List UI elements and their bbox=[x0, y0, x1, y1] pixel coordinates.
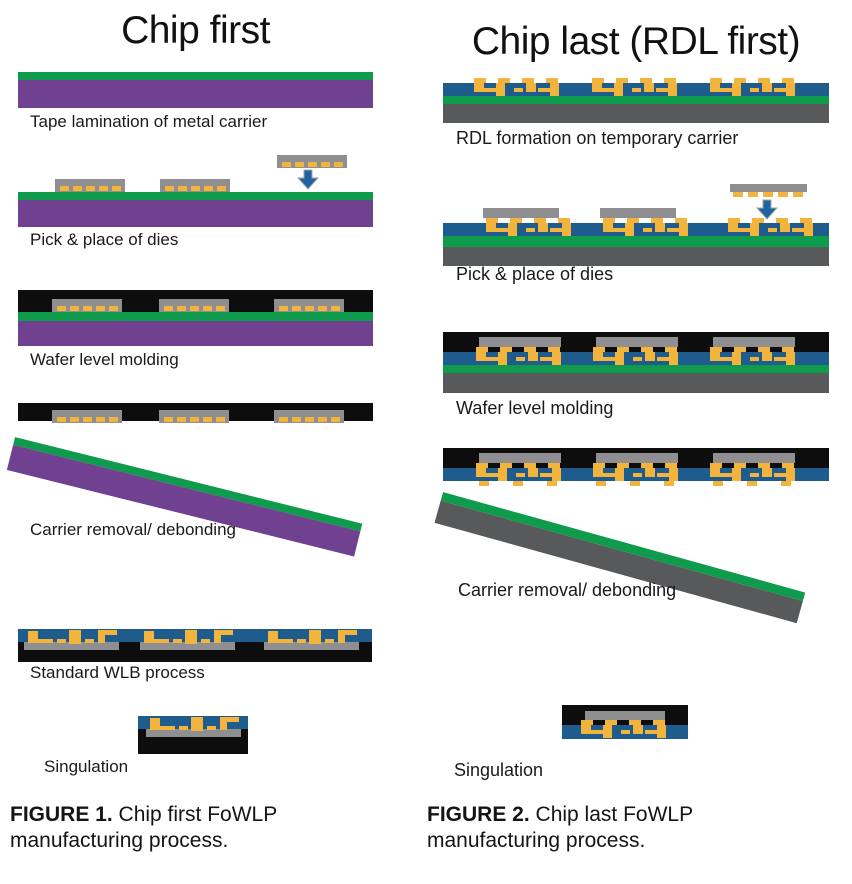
die bbox=[160, 179, 230, 192]
die bbox=[274, 410, 344, 423]
rdl-formation-graphic bbox=[443, 78, 829, 123]
release-layer bbox=[443, 96, 829, 104]
die bbox=[159, 299, 229, 312]
figure-2-caption-label: FIGURE 2. bbox=[427, 803, 530, 826]
die bbox=[596, 453, 678, 463]
die bbox=[585, 711, 665, 720]
molded-wafer-graphic-right bbox=[443, 448, 829, 486]
die bbox=[274, 299, 344, 312]
wafer-molding-graphic-right bbox=[443, 332, 829, 393]
figure-1-caption-text: Chip first FoWLP manufacturing process. bbox=[10, 803, 277, 852]
step-label-rdl-formation: RDL formation on temporary carrier bbox=[456, 128, 739, 148]
metal-carrier-layer bbox=[18, 200, 373, 227]
die bbox=[55, 179, 125, 192]
figure-1-caption: FIGURE 1. Chip first FoWLP manufacturing… bbox=[10, 802, 340, 854]
metal-carrier-layer bbox=[18, 321, 373, 346]
die bbox=[596, 337, 678, 347]
floating-die bbox=[730, 184, 807, 197]
chip-first-title: Chip first bbox=[121, 9, 270, 52]
arrow-down-icon bbox=[297, 169, 319, 190]
step-label-molding-right: Wafer level molding bbox=[456, 398, 614, 418]
step-label-singulation-left: Singulation bbox=[44, 757, 129, 776]
release-layer bbox=[443, 236, 829, 247]
floating-die bbox=[277, 155, 347, 168]
step-label-carrier-removal-right: Carrier removal/ debonding bbox=[458, 580, 677, 600]
temporary-carrier-layer bbox=[434, 500, 803, 624]
die bbox=[52, 410, 122, 423]
figure-2-caption: FIGURE 2. Chip last FoWLP manufacturing … bbox=[427, 802, 772, 854]
figure-2-caption-text: Chip last FoWLP manufacturing process. bbox=[427, 803, 693, 852]
die bbox=[713, 453, 795, 463]
die bbox=[600, 208, 676, 218]
die bbox=[159, 410, 229, 423]
wafer-molding-graphic-left bbox=[18, 290, 373, 346]
die bbox=[479, 337, 561, 347]
temporary-carrier-layer bbox=[443, 373, 829, 393]
temporary-carrier-layer bbox=[443, 247, 829, 266]
step-label-carrier-removal-left: Carrier removal/ debonding bbox=[30, 520, 236, 539]
die bbox=[713, 337, 795, 347]
step-label-wlb-process: Standard WLB process bbox=[30, 663, 205, 682]
step-label-molding-left: Wafer level molding bbox=[30, 350, 179, 369]
singulated-package-graphic-left bbox=[138, 716, 248, 754]
die bbox=[52, 299, 122, 312]
singulated-package-graphic-right bbox=[562, 705, 688, 739]
pick-and-place-graphic-left bbox=[18, 155, 373, 227]
removed-carrier-graphic-left bbox=[6, 437, 363, 557]
wlb-process-graphic bbox=[18, 629, 372, 662]
step-label-tape-lamination: Tape lamination of metal carrier bbox=[30, 112, 268, 131]
step-label-pick-place-right: Pick & place of dies bbox=[456, 264, 614, 284]
tape-layer bbox=[13, 437, 363, 532]
molded-wafer-graphic-left bbox=[18, 403, 373, 423]
chip-last-title: Chip last (RDL first) bbox=[471, 20, 801, 63]
metal-carrier-layer bbox=[18, 80, 373, 108]
removed-carrier-graphic-right bbox=[434, 492, 806, 624]
metal-carrier-layer bbox=[6, 444, 361, 557]
tape-lamination-graphic bbox=[18, 72, 373, 108]
step-label-singulation-right: Singulation bbox=[454, 760, 544, 780]
pick-and-place-graphic-right bbox=[443, 184, 829, 266]
exposed-pads bbox=[479, 481, 791, 486]
arrow-down-icon bbox=[756, 199, 778, 220]
release-layer bbox=[440, 492, 806, 602]
step-label-pick-place-left: Pick & place of dies bbox=[30, 230, 179, 249]
temporary-carrier-layer bbox=[443, 104, 829, 123]
tape-layer bbox=[18, 312, 373, 321]
release-layer bbox=[443, 365, 829, 373]
tape-layer bbox=[18, 192, 373, 200]
figure-1-caption-label: FIGURE 1. bbox=[10, 803, 113, 826]
die bbox=[483, 208, 559, 218]
die bbox=[479, 453, 561, 463]
tape-layer bbox=[18, 72, 373, 80]
